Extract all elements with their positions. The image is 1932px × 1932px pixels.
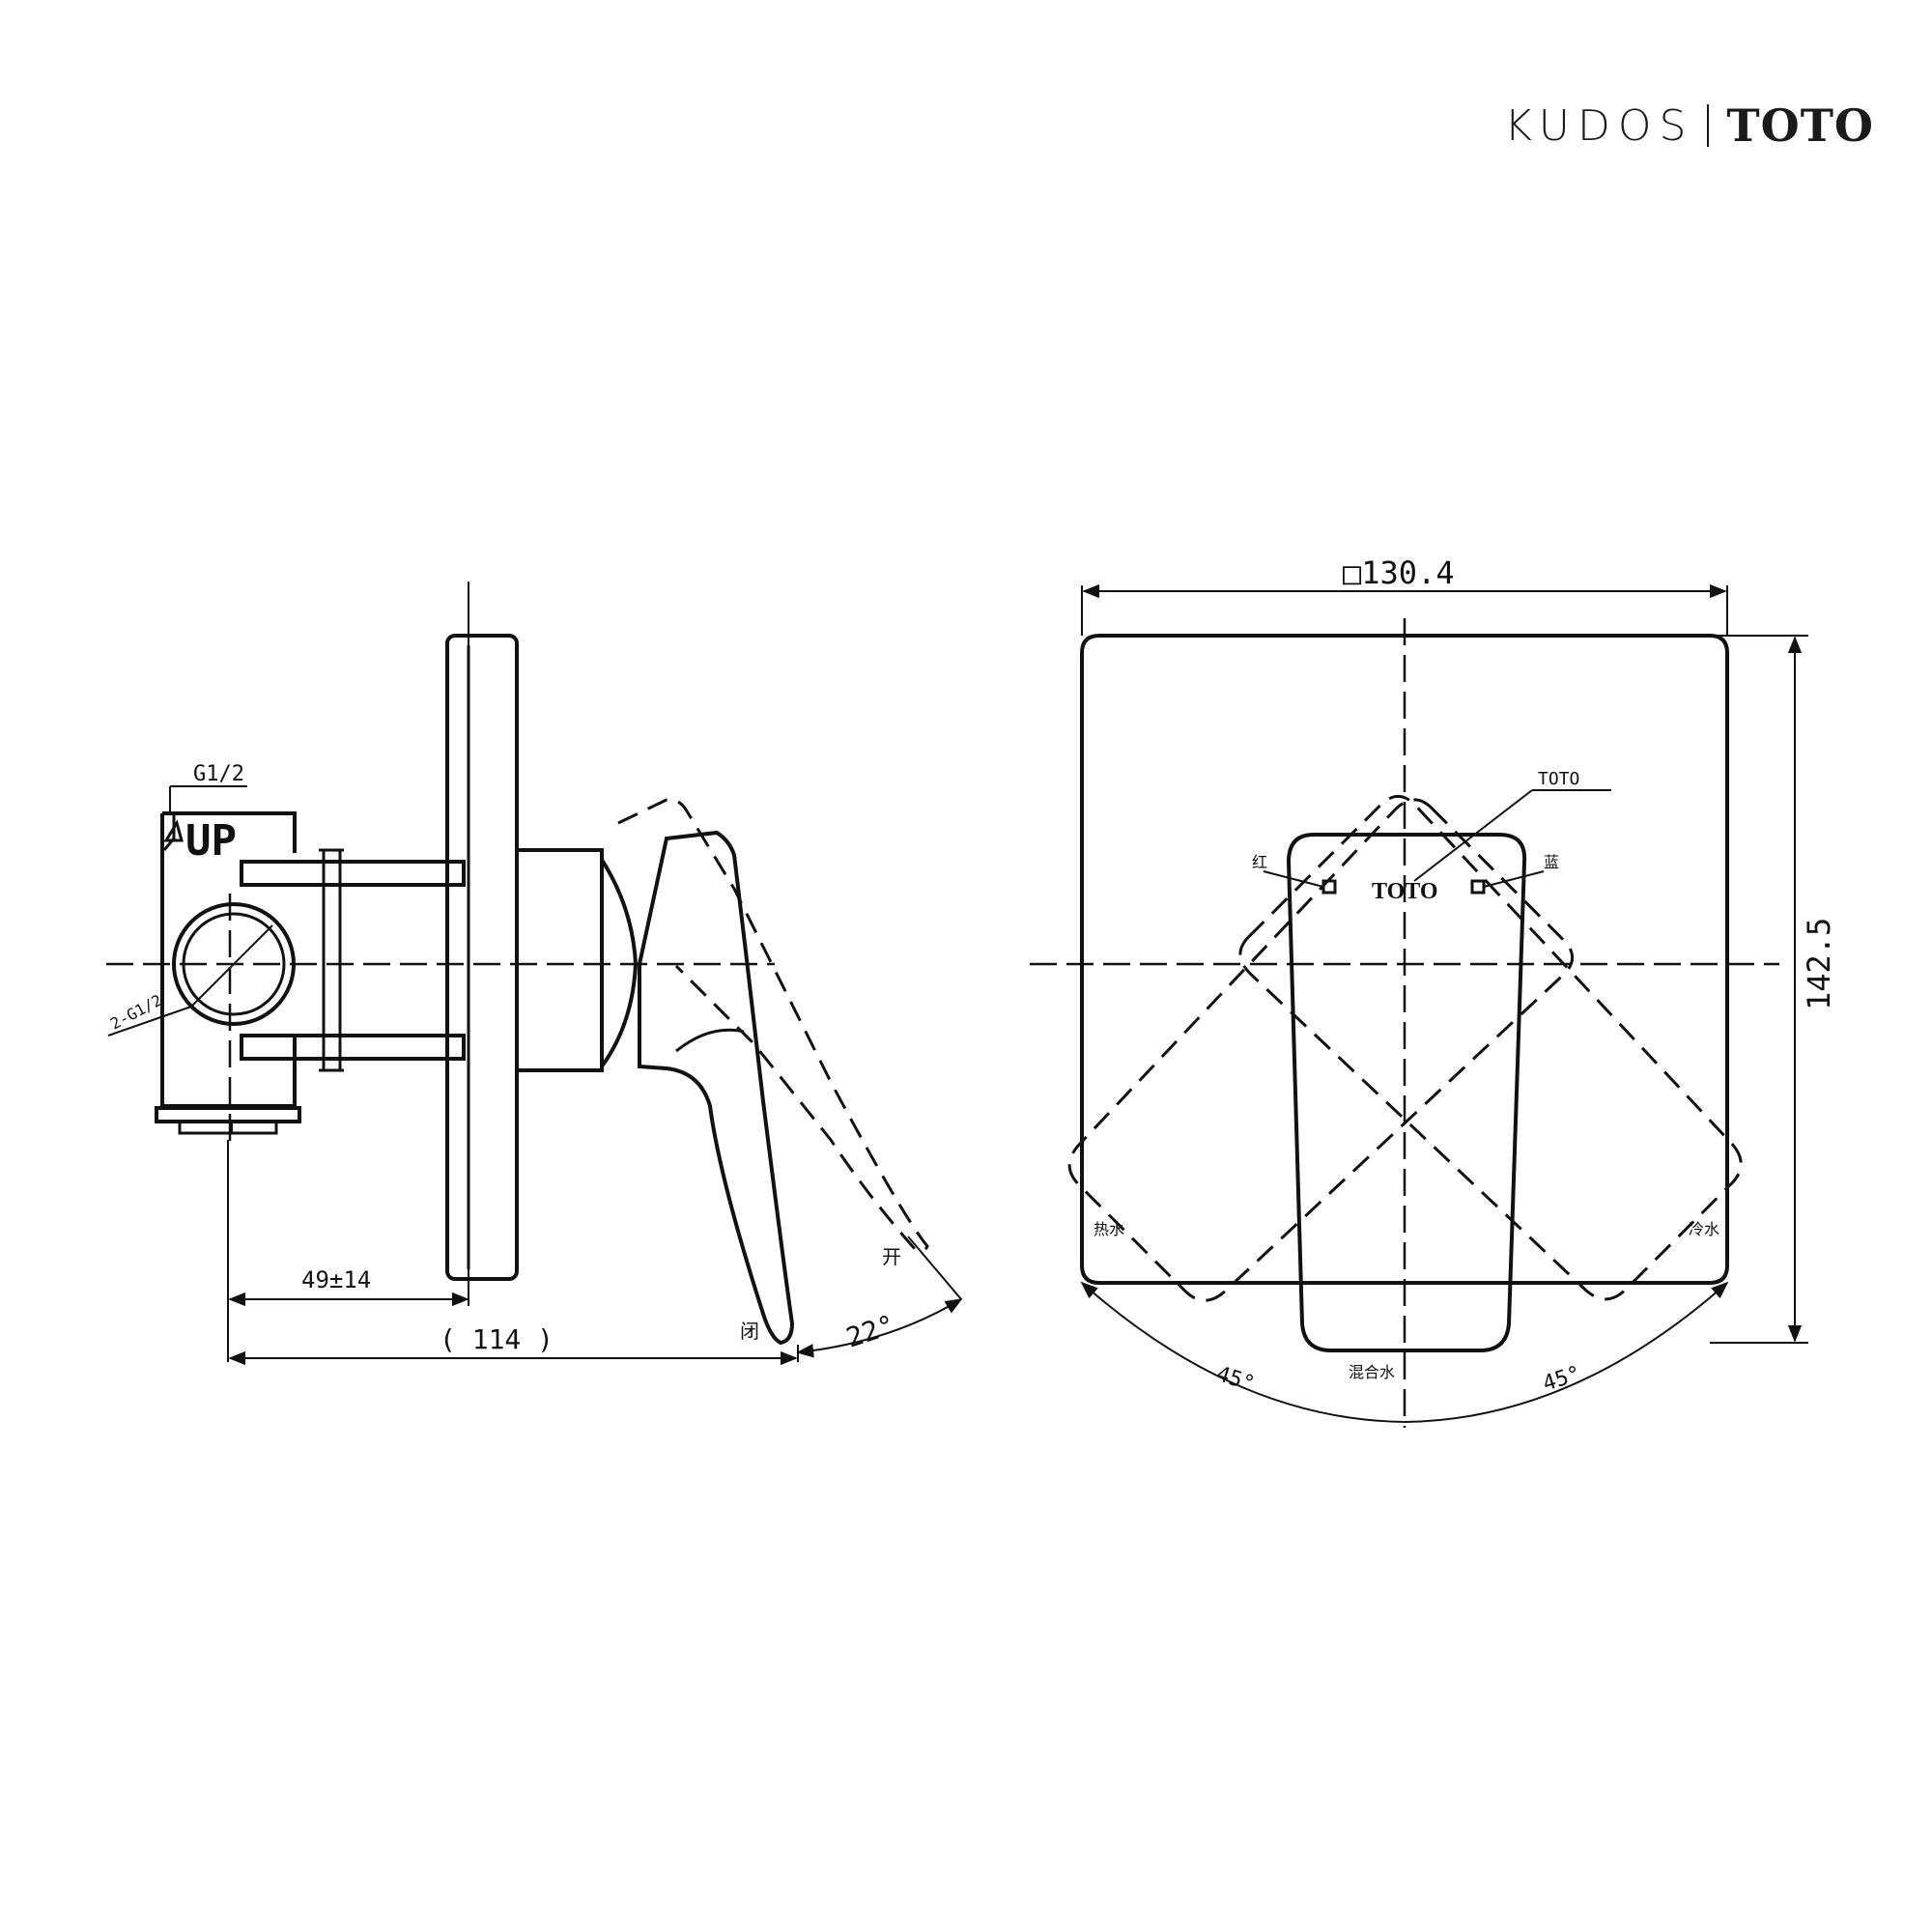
upper-rod: [240, 860, 466, 887]
handle-front: [1286, 833, 1527, 1352]
blue-indicator: [1470, 879, 1486, 895]
open-label: 开: [882, 1247, 901, 1268]
hot-label: 热水: [1094, 1221, 1124, 1238]
overall-depth-dim: ( 114 ): [440, 1323, 554, 1355]
lever-angle-label: 22°: [842, 1309, 898, 1354]
front-view: TOTO 红 蓝 TOTO 热水 冷水 混合水 45° 45° □130.4: [1030, 554, 1837, 1428]
lever-open: [617, 798, 929, 1252]
right-angle-label: 45°: [1540, 1362, 1584, 1397]
blue-mark: 蓝: [1544, 854, 1559, 871]
side-view: UP 2-G1/2 G1/2 开 闭: [106, 582, 963, 1366]
left-angle-label: 45°: [1213, 1362, 1258, 1397]
valve-base: [155, 1106, 301, 1123]
lower-rod: [240, 1034, 466, 1061]
brand-logo: KUDOS TOTO: [1430, 97, 1874, 155]
up-mark: UP: [185, 816, 237, 866]
height-dim: 142.5: [1801, 918, 1837, 1010]
wall-depth-dim: 49±14: [301, 1266, 371, 1293]
cover-plate-side: [445, 634, 519, 1281]
red-mark: 红: [1252, 854, 1267, 871]
width-dim: □130.4: [1343, 554, 1455, 591]
up-arrow: [163, 819, 184, 842]
inlet-thread-label: G1/2: [193, 762, 244, 786]
logo-callout: TOTO: [1538, 769, 1579, 789]
valve-foot: [178, 1120, 278, 1135]
rotation-angle-arc: [1080, 1281, 1729, 1424]
lever-closed: [638, 830, 795, 1346]
mixed-label: 混合水: [1349, 1364, 1395, 1381]
brand-toto: TOTO: [1726, 99, 1874, 152]
escutcheon-hub: [515, 848, 604, 1072]
closed-label: 闭: [740, 1321, 759, 1343]
brand-separator: [1707, 104, 1710, 147]
handle-hot-position: [1238, 794, 1743, 1301]
brand-kudos: KUDOS: [1504, 100, 1694, 151]
lever-angle-arc: [796, 1298, 963, 1358]
handle-cold-position: [1067, 798, 1575, 1302]
cold-label: 冷水: [1689, 1221, 1719, 1238]
handle-logo: TOTO: [1372, 879, 1437, 904]
